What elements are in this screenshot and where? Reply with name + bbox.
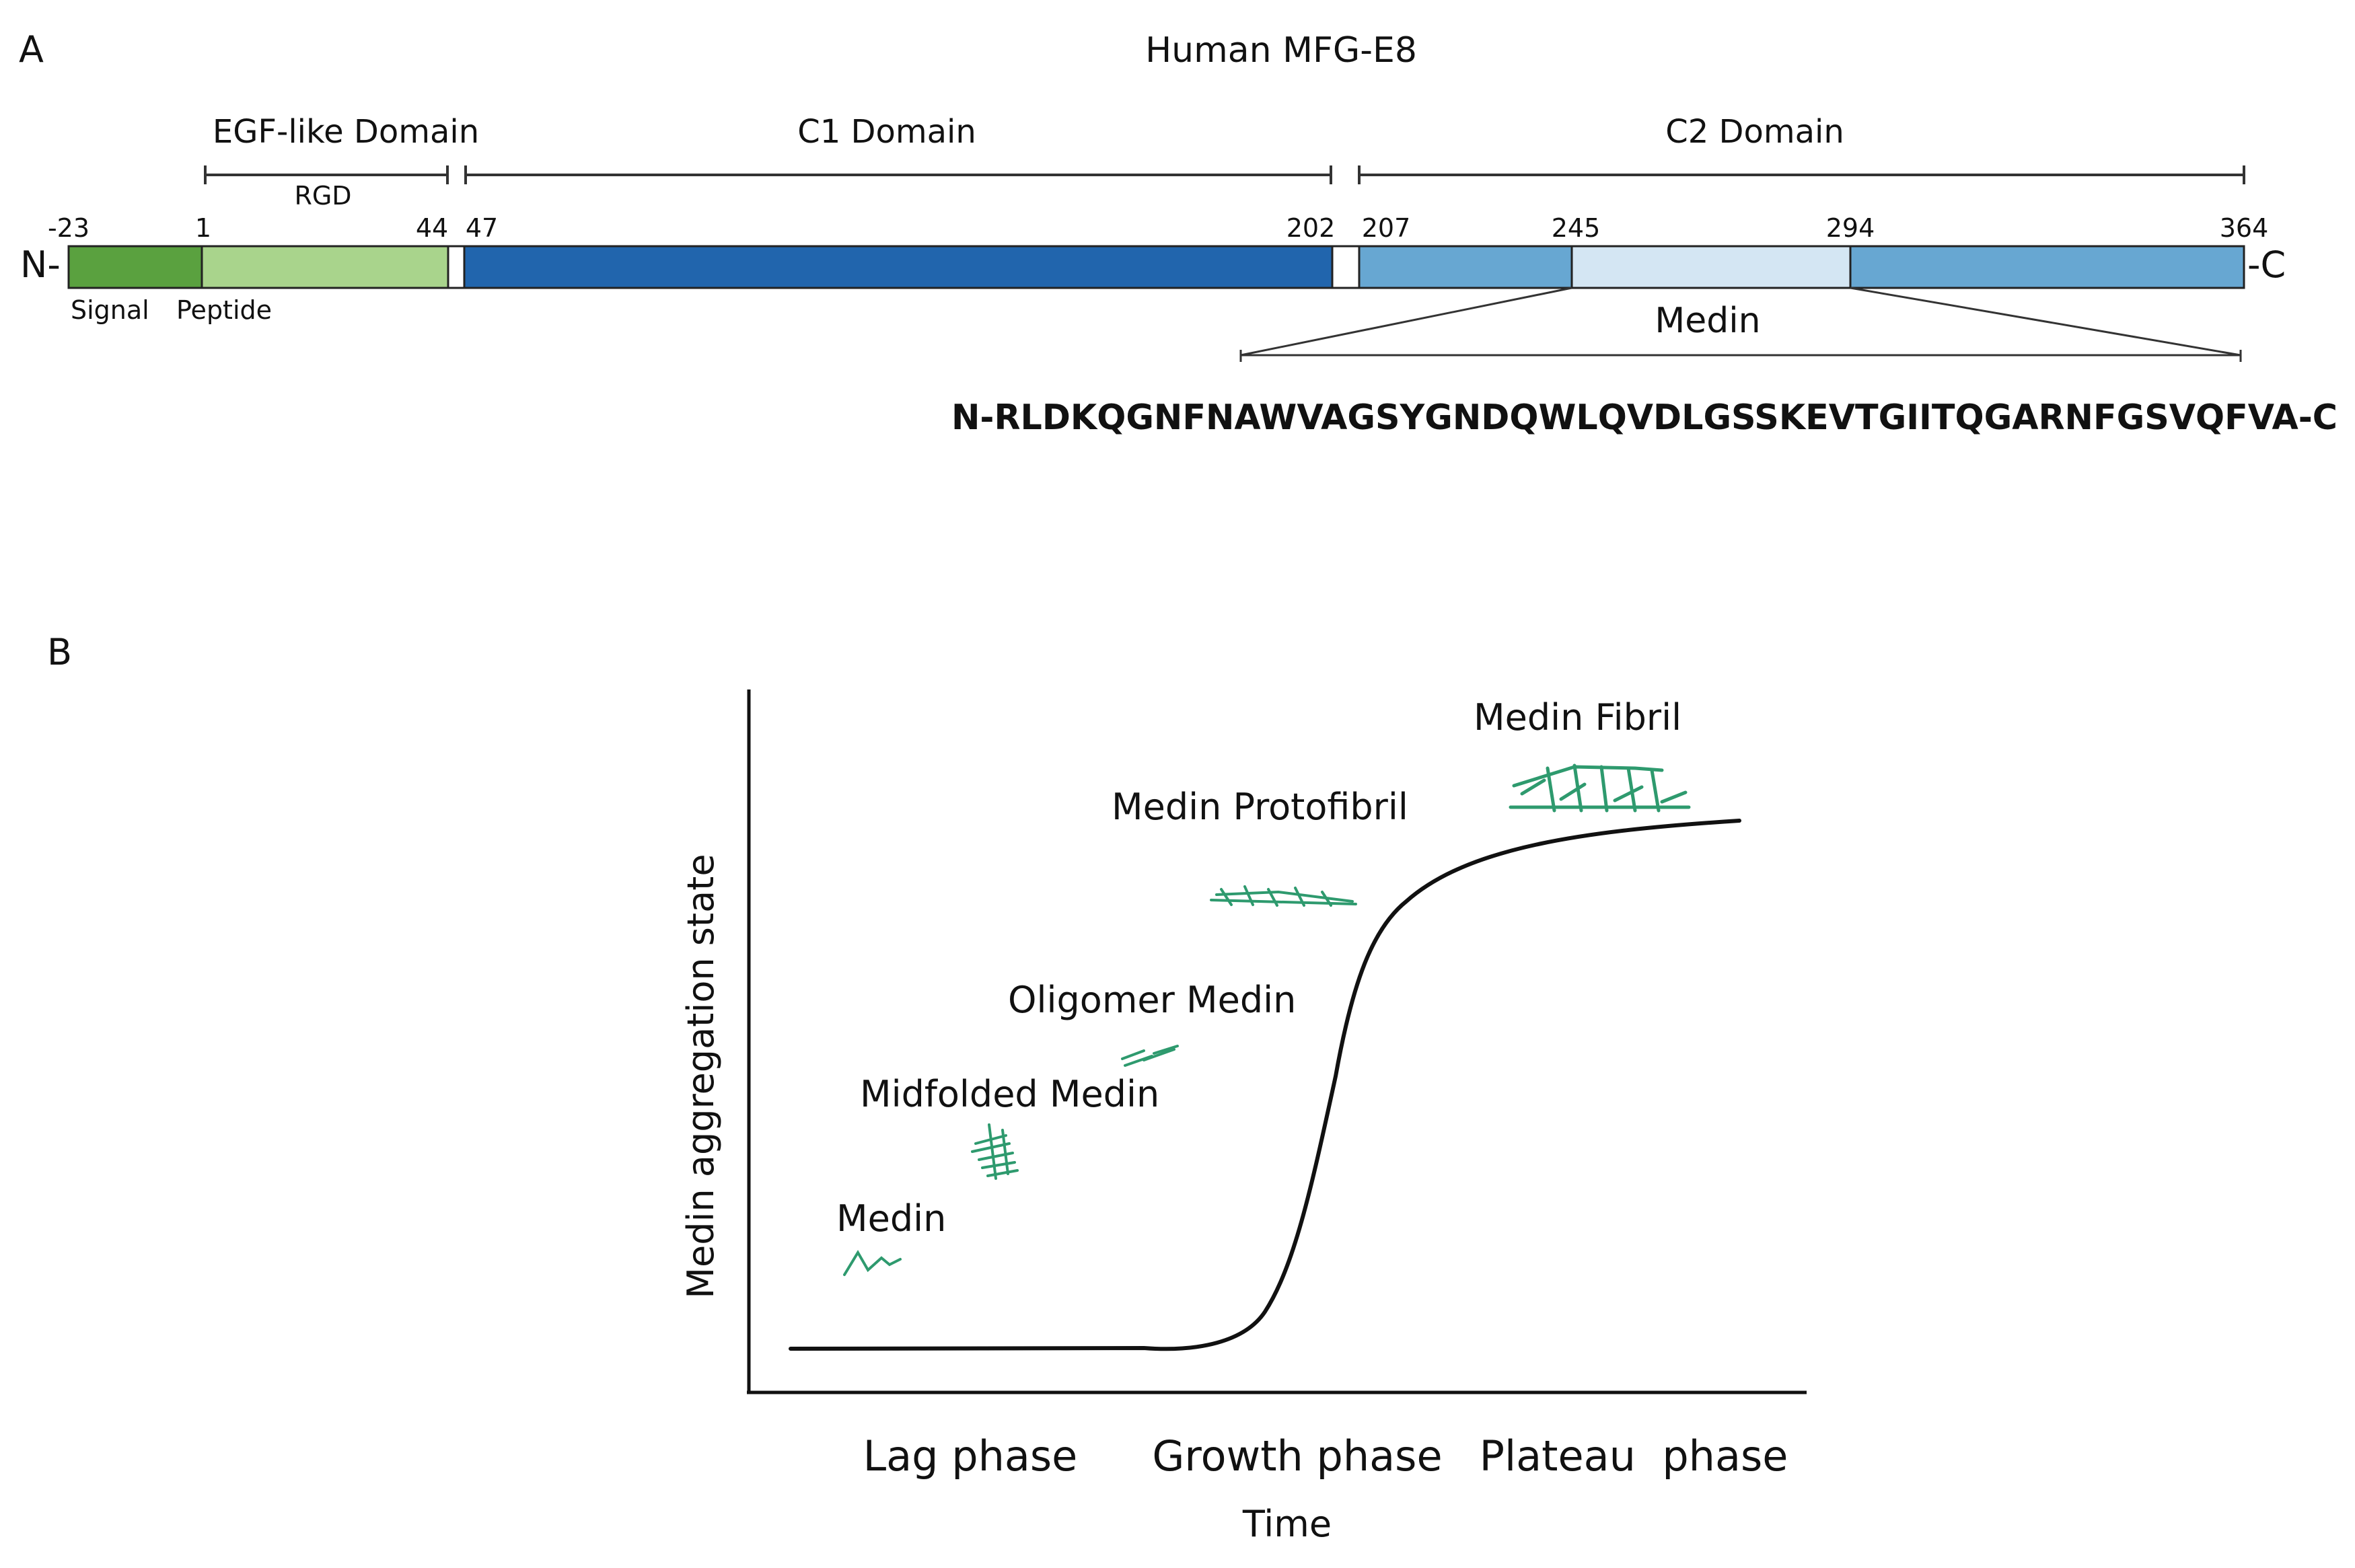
plot-axes bbox=[747, 689, 1807, 1394]
panel-a-letter: A bbox=[19, 28, 44, 71]
signal-peptide-segment bbox=[67, 245, 203, 289]
oligomer-state-label: Oligomer Medin bbox=[1008, 979, 1296, 1021]
position-245: 245 bbox=[1552, 213, 1601, 243]
position-202: 202 bbox=[1287, 213, 1336, 243]
x-axis-label: Time bbox=[1242, 1503, 1332, 1545]
lag-phase-label: Lag phase bbox=[863, 1431, 1078, 1481]
rgd-motif-label: RGD bbox=[294, 181, 351, 211]
c-terminus-label: -C bbox=[2247, 244, 2286, 286]
protofibril-state-label: Medin Protofibril bbox=[1112, 786, 1408, 828]
c1-domain-bracket bbox=[464, 165, 1332, 184]
medin-zoom-lines bbox=[1239, 287, 2242, 362]
panel-b-letter: B bbox=[47, 631, 72, 673]
misfolded-state-label: Midfolded Medin bbox=[860, 1073, 1159, 1115]
misfolded-medin-illustration bbox=[971, 1123, 1019, 1180]
position-364: 364 bbox=[2220, 213, 2269, 243]
position-47: 47 bbox=[466, 213, 498, 243]
signal-label: Signal bbox=[71, 295, 149, 325]
medin-zoom-label: Medin bbox=[1655, 301, 1760, 341]
c1-domain-label: C1 Domain bbox=[797, 113, 976, 151]
medin-sequence: N-RLDKQGNFNAWVAGSYGNDQWLQVDLGSSKEVTGIITQ… bbox=[951, 398, 2338, 438]
peptide-label: Peptide bbox=[176, 295, 272, 325]
plateau-phase-label: Plateau phase bbox=[1480, 1431, 1788, 1481]
c1-domain-segment bbox=[463, 245, 1334, 289]
medin-segment bbox=[1570, 245, 1852, 289]
c2-domain-bracket bbox=[1358, 165, 2245, 184]
c2-domain-segment-left bbox=[1358, 245, 1573, 289]
position-207: 207 bbox=[1362, 213, 1411, 243]
egf-domain-bracket bbox=[204, 165, 449, 184]
fibril-state-label: Medin Fibril bbox=[1474, 696, 1681, 739]
y-axis-label: Medin aggregation state bbox=[680, 854, 722, 1298]
position-minus-23: -23 bbox=[48, 213, 89, 243]
aggregation-curve bbox=[789, 819, 1741, 1351]
egf-domain-segment bbox=[201, 245, 449, 289]
oligomer-medin-illustration bbox=[1121, 1045, 1179, 1067]
n-terminus-label: N- bbox=[20, 244, 61, 286]
egf-domain-label: EGF-like Domain bbox=[213, 113, 479, 151]
c2-domain-label: C2 Domain bbox=[1665, 113, 1844, 151]
protein-title: Human MFG-E8 bbox=[1145, 30, 1417, 71]
medin-protofibril-illustration bbox=[1210, 885, 1357, 907]
position-294: 294 bbox=[1826, 213, 1875, 243]
growth-phase-label: Growth phase bbox=[1152, 1431, 1442, 1481]
position-1: 1 bbox=[195, 213, 211, 243]
c2-domain-segment-right bbox=[1849, 245, 2245, 289]
medin-state-label: Medin bbox=[836, 1197, 946, 1240]
position-44: 44 bbox=[416, 213, 448, 243]
medin-fibril-illustration bbox=[1509, 763, 1691, 813]
medin-monomer-illustration bbox=[843, 1250, 902, 1276]
